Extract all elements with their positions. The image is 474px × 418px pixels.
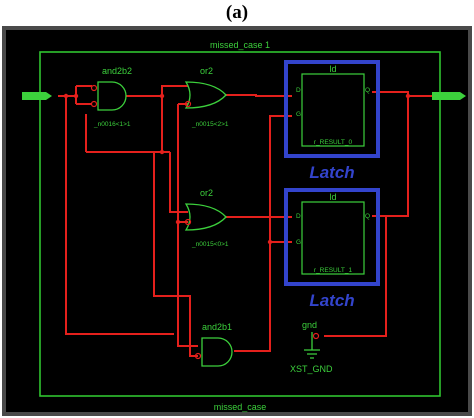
svg-text:G: G: [296, 239, 301, 246]
schematic-background: [6, 30, 468, 412]
module-top-label: missed_case 1: [210, 40, 270, 50]
svg-text:G: G: [296, 111, 301, 118]
latch-0-annotation: Latch: [309, 163, 354, 182]
ground-net-label: gnd: [302, 320, 317, 330]
svg-text:Q: Q: [365, 213, 370, 220]
latch-1-instance-label: r_RESULT_1: [314, 267, 353, 274]
and2b2-gate: [90, 81, 127, 111]
or2-top-instance-label: _n0015<2>1: [191, 121, 229, 128]
or2-mid-gate: [184, 203, 227, 231]
latch-1-annotation: Latch: [309, 291, 354, 310]
latch-r-result-0: D Q G: [284, 60, 380, 158]
input-port: [22, 92, 52, 100]
figure-caption: (a): [225, 2, 249, 23]
wire-junctions: [63, 93, 411, 245]
or2-top-type-label: or2: [200, 66, 213, 76]
svg-text:Q: Q: [365, 87, 370, 94]
latch-r-result-1: D Q G: [284, 188, 380, 286]
or2-mid-type-label: or2: [200, 188, 213, 198]
or2-mid-instance-label: _n0015<0>1: [191, 241, 229, 248]
and2b1-gate: [194, 337, 233, 367]
ground-symbol: [304, 332, 320, 359]
module-boundary: [39, 51, 441, 397]
svg-text:D: D: [296, 87, 301, 94]
and2b2-instance-label: _n0016<1>1: [93, 121, 131, 128]
latch-1-type-label: ld: [329, 192, 336, 202]
ground-instance-label: XST_GND: [290, 364, 333, 374]
latch-0-type-label: ld: [329, 64, 336, 74]
output-port: [432, 92, 466, 100]
schematic-canvas: missed_case 1 missed_case: [2, 26, 472, 416]
and2b2-type-label: and2b2: [102, 66, 132, 76]
latch-0-instance-label: r_RESULT_0: [314, 139, 353, 146]
or2-top-gate: [184, 81, 227, 109]
and2b1-type-label: and2b1: [202, 322, 232, 332]
module-bottom-label: missed_case: [214, 402, 267, 412]
svg-text:D: D: [296, 213, 301, 220]
net-wires: [30, 85, 454, 357]
